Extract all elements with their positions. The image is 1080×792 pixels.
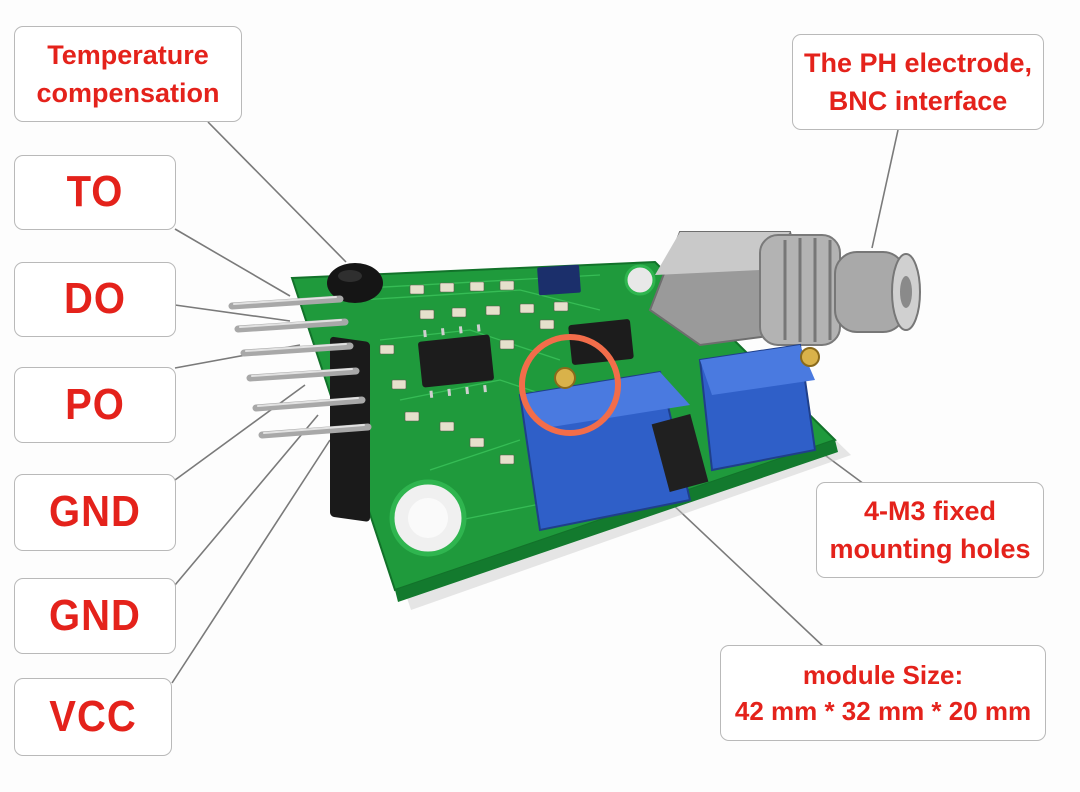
- callout-temperature-line-1: Temperature: [47, 40, 209, 70]
- op-amp-ic: [418, 334, 494, 388]
- callout-pin-gnd-2-label: GND: [49, 591, 141, 640]
- leader-gnd-1: [174, 384, 306, 481]
- highlight-circle: [519, 334, 621, 436]
- leader-module-size: [651, 484, 826, 649]
- temperature-sensor: [327, 263, 383, 303]
- callout-pin-po: PO: [14, 367, 176, 443]
- pin-gnd-2: [252, 396, 366, 412]
- callout-mounting-holes: 4-M3 fixed mounting holes: [816, 482, 1044, 578]
- small-ic: [537, 264, 581, 296]
- callout-module-size: module Size: 42 mm * 32 mm * 20 mm: [720, 645, 1046, 741]
- adjust-screw: [554, 367, 576, 389]
- smd-components: [379, 280, 569, 465]
- callout-temperature-compensation: Temperature compensation: [14, 26, 242, 122]
- callout-pin-to-label: TO: [66, 168, 124, 216]
- comparator-ic: [568, 319, 634, 365]
- pin-gnd-1: [246, 367, 360, 382]
- mounting-hole: [624, 264, 656, 296]
- callout-ph-electrode-line-2: BNC interface: [828, 86, 1008, 116]
- callout-pin-vcc: VCC: [14, 678, 172, 756]
- callout-mounting-holes-line-1: 4-M3 fixed: [863, 496, 997, 526]
- callout-pin-do: DO: [14, 262, 176, 337]
- leader-vcc: [171, 439, 331, 684]
- leader-to: [174, 228, 291, 297]
- callout-pin-po-label: PO: [65, 380, 125, 429]
- integrated-circuits: [418, 264, 634, 398]
- callout-ph-electrode: The PH electrode, BNC interface: [792, 34, 1044, 130]
- pcb-edge: [395, 440, 838, 602]
- callout-pin-gnd-1: GND: [14, 474, 176, 551]
- potentiometers: [518, 343, 820, 532]
- adjust-screw: [800, 347, 820, 367]
- callout-module-size-line-2: 42 mm * 32 mm * 20 mm: [734, 696, 1032, 726]
- bnc-connector: [648, 231, 921, 347]
- leader-ph-electrode: [871, 129, 899, 249]
- leader-temperature: [207, 121, 347, 263]
- callout-temperature-line-2: compensation: [36, 78, 220, 108]
- callout-pin-do-label: DO: [64, 275, 126, 323]
- callout-pin-vcc-label: VCC: [49, 692, 137, 741]
- callout-pin-gnd-1-label: GND: [49, 488, 141, 536]
- callout-pin-to: TO: [14, 155, 176, 230]
- callout-pin-gnd-2: GND: [14, 578, 176, 654]
- header-pins: [228, 295, 372, 522]
- leader-lines: [171, 121, 899, 684]
- pin-po: [240, 342, 354, 357]
- pin-vcc: [258, 423, 372, 439]
- leader-do: [174, 304, 291, 322]
- pin-do: [234, 318, 349, 333]
- potentiometer-gap: [651, 414, 709, 492]
- callout-mounting-holes-line-2: mounting holes: [829, 534, 1031, 564]
- callout-module-size-line-1: module Size:: [802, 660, 964, 690]
- mounting-hole-inner: [408, 498, 448, 538]
- pin-to: [228, 295, 344, 310]
- callout-ph-electrode-line-1: The PH electrode,: [803, 48, 1033, 78]
- leader-gnd-2: [174, 414, 319, 586]
